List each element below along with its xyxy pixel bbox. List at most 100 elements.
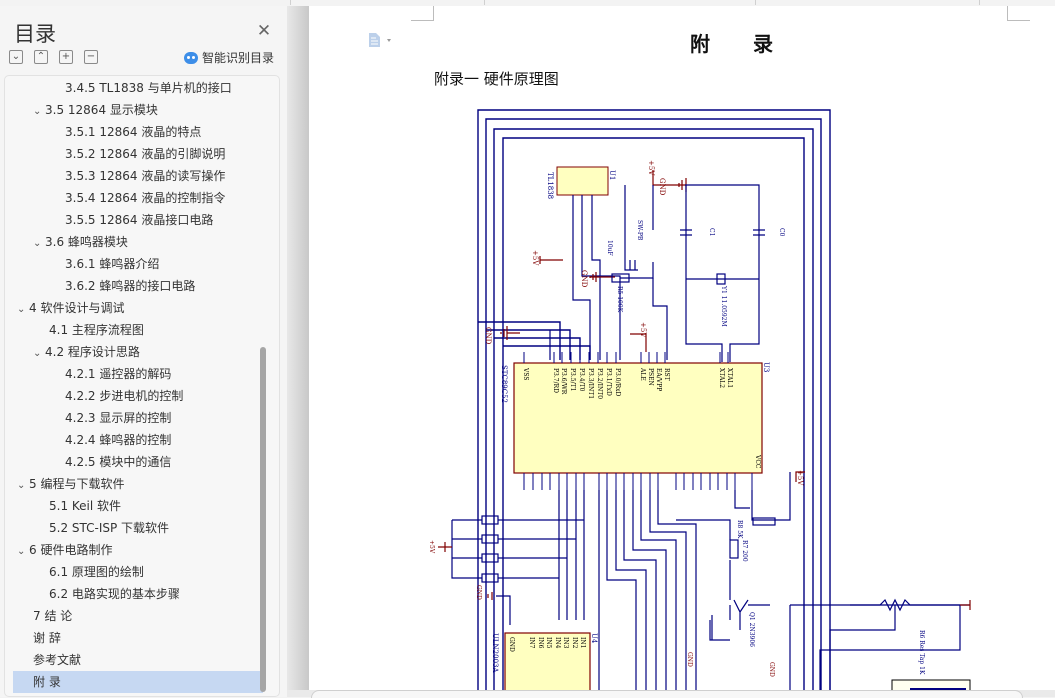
toc-item[interactable]: ⌄3.6 蜂鸣器模块: [13, 231, 263, 253]
toc-item[interactable]: 3.4.5 TL1838 与单片机的接口: [13, 77, 263, 99]
close-icon[interactable]: ✕: [256, 21, 272, 41]
svg-text:SW-PB: SW-PB: [636, 220, 643, 241]
svg-text:STC89C52: STC89C52: [500, 365, 508, 403]
toc-item[interactable]: 谢 辞: [13, 627, 263, 649]
svg-text:XTAL2: XTAL2: [718, 368, 725, 388]
toc-item[interactable]: ⌄3.5 12864 显示模块: [13, 99, 263, 121]
svg-text:P3.6/WR: P3.6/WR: [560, 368, 567, 395]
collapse-all-button[interactable]: ⌃: [34, 50, 48, 64]
paragraph-menu-button[interactable]: [368, 32, 396, 52]
svg-text:Q1 2N3906: Q1 2N3906: [748, 612, 755, 647]
toc-sidebar: 目录 ✕ ⌄ ⌃ + − 智能识别目录 3.4.5 TL1838 与单片机的接口…: [0, 6, 287, 697]
svg-text:P3.0/RxD: P3.0/RxD: [614, 368, 621, 397]
appendix-subheading: 附录一 硬件原理图: [434, 70, 559, 88]
chevron-down-icon[interactable]: ⌄: [17, 546, 26, 557]
svg-text:ALE: ALE: [639, 367, 646, 381]
toc-item[interactable]: 3.6.1 蜂鸣器介绍: [13, 253, 263, 275]
toc-item-label: 6 硬件电路制作: [29, 543, 113, 557]
toc-item[interactable]: 5.1 Keil 软件: [13, 495, 263, 517]
toc-item-label: 3.5 12864 显示模块: [45, 103, 158, 117]
svg-text:GND: GND: [475, 585, 482, 600]
toc-item-label: 3.4.5 TL1838 与单片机的接口: [65, 81, 232, 95]
toc-item[interactable]: ⌄4 软件设计与调试: [13, 297, 263, 319]
toc-item-label: 4.1 主程序流程图: [49, 323, 144, 337]
toc-item[interactable]: 3.5.1 12864 液晶的特点: [13, 121, 263, 143]
toc-item[interactable]: 参考文献: [13, 649, 263, 671]
svg-text:+5V: +5V: [796, 470, 804, 486]
margin-corner-mark: [1007, 6, 1030, 21]
svg-text:U3: U3: [762, 362, 770, 372]
add-entry-button[interactable]: +: [59, 50, 73, 64]
potentiometer: [819, 598, 961, 697]
svg-text:EA/VPP: EA/VPP: [655, 368, 662, 391]
toc-item[interactable]: 附 录: [13, 671, 263, 693]
expand-all-button[interactable]: ⌄: [9, 50, 23, 64]
ir-receiver-tl1838: TL1838 U1: [546, 166, 616, 199]
svg-text:P3.2/INT0: P3.2/INT0: [596, 368, 603, 399]
toc-toolbar: ⌄ ⌃ + −: [9, 50, 98, 66]
svg-text:P3.3/INT1: P3.3/INT1: [587, 368, 594, 399]
chevron-down-icon[interactable]: ⌄: [33, 238, 42, 249]
svg-text:P3.4/T0: P3.4/T0: [578, 368, 585, 392]
svg-text:R7 200: R7 200: [741, 540, 748, 562]
toc-item[interactable]: ⌄4.2 程序设计思路: [13, 341, 263, 363]
chevron-down-icon[interactable]: ⌄: [17, 304, 26, 315]
svg-text:GND: GND: [768, 662, 775, 677]
toc-item-label: 3.5.1 12864 液晶的特点: [65, 125, 202, 139]
svg-text:IN3: IN3: [562, 637, 569, 649]
chevron-down-icon[interactable]: ⌄: [33, 106, 42, 117]
toc-item[interactable]: 4.2.5 模块中的通信: [13, 451, 263, 473]
divider: [755, 0, 756, 5]
chevron-down-icon[interactable]: ⌄: [33, 348, 42, 359]
toc-item[interactable]: ⌄5 编程与下载软件: [13, 473, 263, 495]
toc-item-label: 3.5.4 12864 液晶的控制指令: [65, 191, 226, 205]
svg-text:U1: U1: [608, 170, 616, 180]
toc-item[interactable]: 4.2.4 蜂鸣器的控制: [13, 429, 263, 451]
remove-entry-button[interactable]: −: [84, 50, 98, 64]
toc-item-label: 6.1 原理图的绘制: [49, 565, 144, 579]
svg-text:+5V: +5V: [647, 160, 655, 176]
toc-item[interactable]: 3.5.2 12864 液晶的引脚说明: [13, 143, 263, 165]
toc-item[interactable]: 3.5.3 12864 液晶的读写操作: [13, 165, 263, 187]
driver-uln2003a: ULN2003A U4 GND IN7 IN6 IN5 IN4 IN3 IN2 …: [491, 632, 598, 697]
toc-item[interactable]: 6.1 原理图的绘制: [13, 561, 263, 583]
chevron-down-icon[interactable]: ⌄: [17, 480, 26, 491]
margin-corner-mark: [411, 6, 434, 21]
toc-item[interactable]: 3.6.2 蜂鸣器的接口电路: [13, 275, 263, 297]
toc-item-label: 谢 辞: [33, 631, 61, 645]
svg-text:R6 Res Tap 1K: R6 Res Tap 1K: [918, 630, 925, 675]
mcu-pins: [523, 352, 753, 490]
page-heading: 附 录: [690, 32, 791, 56]
divider: [979, 0, 980, 5]
smart-toc-button[interactable]: 智能识别目录: [184, 49, 274, 66]
toc-item[interactable]: 4.2.3 显示屏的控制: [13, 407, 263, 429]
toc-item[interactable]: 4.2.1 遥控器的解码: [13, 363, 263, 385]
toc-item-label: 4.2.4 蜂鸣器的控制: [65, 433, 172, 447]
svg-text:RST: RST: [663, 368, 670, 381]
toc-item[interactable]: 4.1 主程序流程图: [13, 319, 263, 341]
toc-item[interactable]: 6.2 电路实现的基本步骤: [13, 583, 263, 605]
toc-item[interactable]: 5.2 STC-ISP 下载软件: [13, 517, 263, 539]
toc-item[interactable]: 3.5.5 12864 液晶接口电路: [13, 209, 263, 231]
toc-item-label: 3.6 蜂鸣器模块: [45, 235, 128, 249]
svg-text:R5 100K: R5 100K: [616, 286, 623, 313]
toc-scrollbar[interactable]: [260, 347, 266, 692]
toc-item[interactable]: ⌄6 硬件电路制作: [13, 539, 263, 561]
transistor-q1: [711, 599, 770, 640]
svg-text:U4: U4: [590, 633, 598, 644]
toc-item[interactable]: 7 结 论: [13, 605, 263, 627]
svg-text:VSS: VSS: [522, 367, 529, 380]
svg-text:XTAL1: XTAL1: [726, 368, 733, 388]
svg-text:+5V: +5V: [430, 540, 435, 554]
svg-text:TL1838: TL1838: [546, 172, 554, 199]
svg-text:+5V: +5V: [531, 250, 539, 266]
toc-item-label: 6.2 电路实现的基本步骤: [49, 587, 180, 601]
toc-item[interactable]: 3.5.4 12864 液晶的控制指令: [13, 187, 263, 209]
toc-item[interactable]: 4.2.2 步进电机的控制: [13, 385, 263, 407]
svg-text:C1: C1: [708, 228, 715, 236]
toc-item-label: 3.6.2 蜂鸣器的接口电路: [65, 279, 196, 293]
svg-text:PSEN: PSEN: [647, 368, 654, 386]
svg-text:IN2: IN2: [571, 637, 578, 649]
mcu-stc89c52: STC89C52 U3 VSS P3.7/RD P3.6/WR P3.5/T1 …: [500, 362, 770, 474]
divider: [290, 0, 291, 5]
